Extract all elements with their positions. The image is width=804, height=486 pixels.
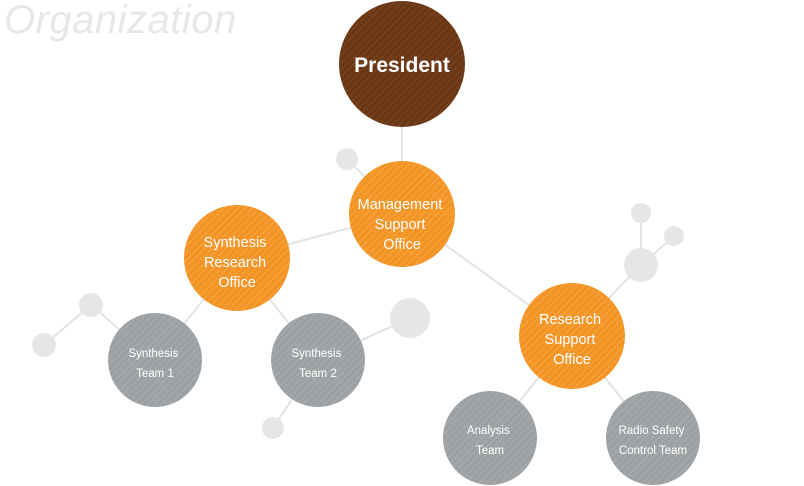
node-label-line: Analysis: [467, 425, 510, 437]
node-label-line: Synthesis: [128, 348, 178, 360]
node-label-line: Team 1: [136, 368, 174, 380]
svg-text:Research Support O: Research Support Office: [539, 312, 605, 368]
node-synthesis-research-office: Synthesis Research Office: [184, 205, 290, 311]
node-label-line: Support: [545, 332, 596, 348]
node-label-line: Control Team: [619, 445, 687, 457]
decor-dot: [390, 298, 430, 338]
node-research-support-office: Research Support Office: [519, 283, 625, 389]
node-synthesis-team-1: Synthesis Team 1: [108, 313, 202, 407]
node-label-line: Research: [204, 255, 266, 271]
svg-text:Synthesis Research: Synthesis Research Office: [204, 235, 271, 291]
page-title: Organization: [4, 0, 237, 42]
node-label-line: Team: [476, 445, 504, 457]
node-label-line: Synthesis: [204, 235, 267, 251]
node-label-line: Radio Safety: [618, 425, 684, 437]
decor-dot: [32, 333, 56, 357]
node-radio-safety-control-team: Radio Safety Control Team: [606, 391, 700, 485]
node-label-line: Synthesis: [291, 348, 341, 360]
decor-dot: [631, 203, 651, 223]
svg-text:Radio Safety Control Tea: Radio Safety Control Team: [618, 425, 687, 457]
svg-text:Management Support: Management Support Office: [358, 197, 447, 253]
node-label-line: Support: [375, 217, 426, 233]
node-label-line: Office: [383, 237, 421, 253]
node-label-line: Office: [218, 275, 256, 291]
decor-dot: [664, 226, 684, 246]
node-label: President: [354, 54, 450, 77]
decor-dot: [336, 148, 358, 170]
node-analysis-team: Analysis Team: [443, 391, 537, 485]
node-label-line: Management: [358, 197, 443, 213]
node-synthesis-team-2: Synthesis Team 2: [271, 313, 365, 407]
node-president: President: [339, 1, 465, 127]
svg-text:Analysis Team: Analysis Team: [467, 425, 513, 457]
decor-dots: [32, 148, 684, 439]
svg-text:Synthesis Team 2: Synthesis Team 2: [291, 348, 344, 380]
node-label-line: Team 2: [299, 368, 337, 380]
decor-dot: [79, 293, 103, 317]
node-label-line: Office: [553, 352, 591, 368]
svg-text:Synthesis Team 1: Synthesis Team 1: [128, 348, 181, 380]
decor-dot: [262, 417, 284, 439]
decor-dot: [624, 248, 658, 282]
node-management-support-office: Management Support Office: [349, 161, 455, 267]
node-label-line: Research: [539, 312, 601, 328]
